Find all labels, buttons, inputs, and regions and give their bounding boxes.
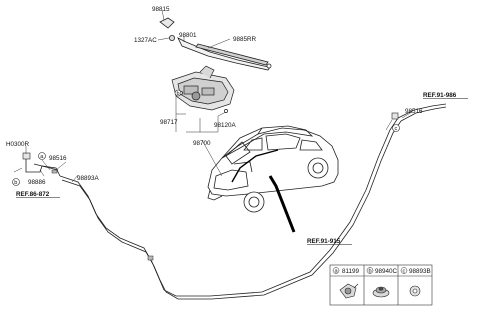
svg-text:98940C: 98940C — [375, 268, 398, 275]
svg-text:81199: 81199 — [342, 268, 360, 275]
wiper-arm-assembly — [159, 17, 272, 71]
label-98717: 98717 — [160, 119, 178, 126]
label-9885RR: 9885RR — [233, 36, 257, 43]
svg-text:REF.86-872: REF.86-872 — [16, 191, 50, 198]
callout-b-main: b — [12, 178, 20, 186]
vehicle-outline — [207, 125, 339, 213]
label-98700: 98700 — [193, 140, 211, 147]
nut-shape — [168, 35, 175, 42]
leader-lines — [13, 9, 413, 183]
svg-text:c: c — [403, 269, 406, 275]
svg-text:c: c — [395, 126, 398, 132]
label-98516-right: 98516 — [405, 108, 423, 115]
svg-text:a: a — [40, 154, 44, 160]
svg-text:a: a — [335, 269, 339, 275]
washer-hose-lines — [25, 103, 447, 300]
callout-a-main: a — [38, 152, 46, 160]
svg-text:REF.91-915: REF.91-915 — [307, 238, 341, 245]
legend-item-a: a 81199 — [332, 267, 360, 275]
legend-part-98940C-illustration — [372, 286, 390, 298]
legend-item-b: b 98940C — [366, 267, 398, 275]
label-98120A: 98120A — [214, 122, 237, 129]
ref-91-915[interactable]: REF.91-915 — [307, 238, 352, 245]
wiper-cap-shape — [159, 17, 175, 29]
label-1327AC: 1327AC — [134, 37, 157, 44]
legend-item-c: c 98893B — [400, 267, 431, 275]
wiper-blade-shape — [195, 43, 269, 66]
parts-legend-table — [329, 264, 433, 306]
hose-clip-left — [51, 169, 58, 174]
svg-text:b: b — [14, 180, 17, 186]
callout-c-main: c — [392, 124, 400, 132]
ref-91-986[interactable]: REF.91-986 — [423, 92, 468, 99]
hose-in-vehicle — [231, 149, 279, 183]
label-98801: 98801 — [179, 32, 197, 39]
svg-text:b: b — [369, 269, 372, 275]
callout-b-motor: b — [174, 89, 182, 97]
label-98516-left: 98516 — [49, 155, 67, 162]
legend-part-98893B-illustration — [409, 285, 421, 297]
hose-clip-bottom — [147, 255, 154, 261]
label-98886: 98886 — [28, 179, 46, 186]
label-98893A: 98893A — [77, 175, 100, 182]
svg-text:b: b — [177, 91, 180, 97]
svg-text:98893B: 98893B — [409, 268, 431, 275]
hose-leader-black — [268, 175, 296, 233]
legend-part-81199-illustration — [339, 283, 359, 299]
label-H0300R: H0300R — [6, 141, 30, 148]
ref-86-872[interactable]: REF.86-872 — [16, 191, 60, 198]
label-98815: 98815 — [152, 6, 170, 13]
nozzle-left-shape — [22, 152, 31, 160]
svg-text:REF.91-986: REF.91-986 — [423, 92, 457, 99]
wiper-motor-assembly — [171, 65, 235, 113]
nozzle-right-shape — [391, 112, 399, 120]
